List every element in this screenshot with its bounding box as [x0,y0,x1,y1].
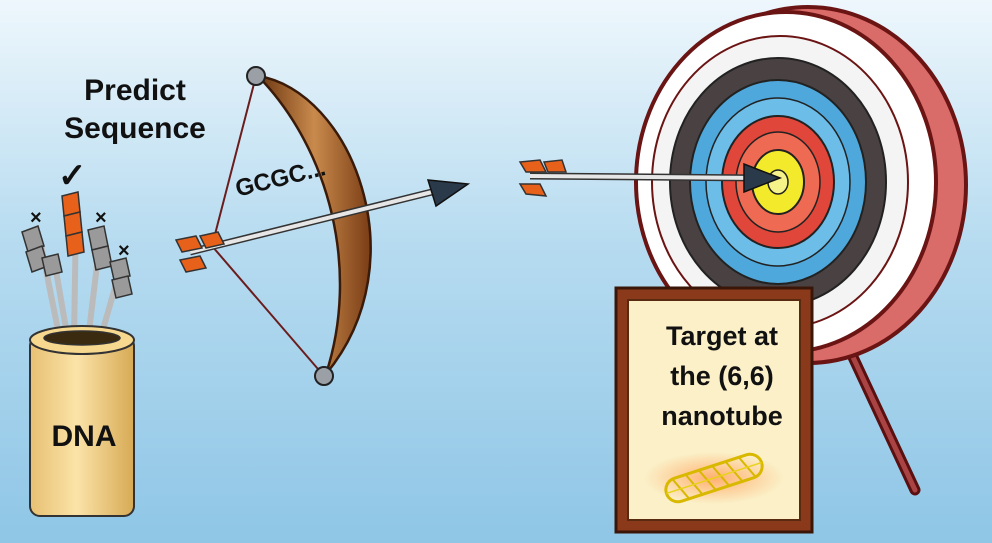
rejected-fletching-1 [21,225,49,273]
rejected-fletching-4 [41,253,63,277]
title-line-2: Sequence [64,112,206,145]
bow [211,66,372,386]
title-line-1: Predict [84,74,186,107]
cross-icon: × [118,240,130,262]
nocked-fletching [174,231,226,273]
rejected-fletching-3 [109,257,133,299]
bow-string-top [211,75,257,247]
rejected-fletching-2 [87,225,113,271]
cross-icon: × [95,207,107,229]
bow-tip-top [246,66,266,86]
bow-limb [254,74,372,375]
bow-tip-bottom [314,366,334,386]
nanotube-icon [664,452,764,504]
selected-fletching [61,191,85,257]
target-stand [839,334,921,496]
bow-string-bottom [211,245,325,377]
sign-line-3: nanotube [661,401,783,431]
sign-line-1: Target at [665,321,779,351]
title-text: Predict Sequence [40,72,230,148]
cross-icon: × [30,207,42,229]
sign-text: Target at the (6,6) nanotube [636,316,808,436]
flying-arrow [518,159,783,197]
quiver-arrows [21,191,135,517]
checkmark-icon: ✓ [58,157,87,195]
quiver-label: DNA [51,420,117,453]
sign-board [614,286,814,534]
arrowhead [426,179,471,208]
sign-line-2: the (6,6) [670,361,774,391]
bullseye-target [634,5,968,365]
nocked-arrow [174,179,471,273]
